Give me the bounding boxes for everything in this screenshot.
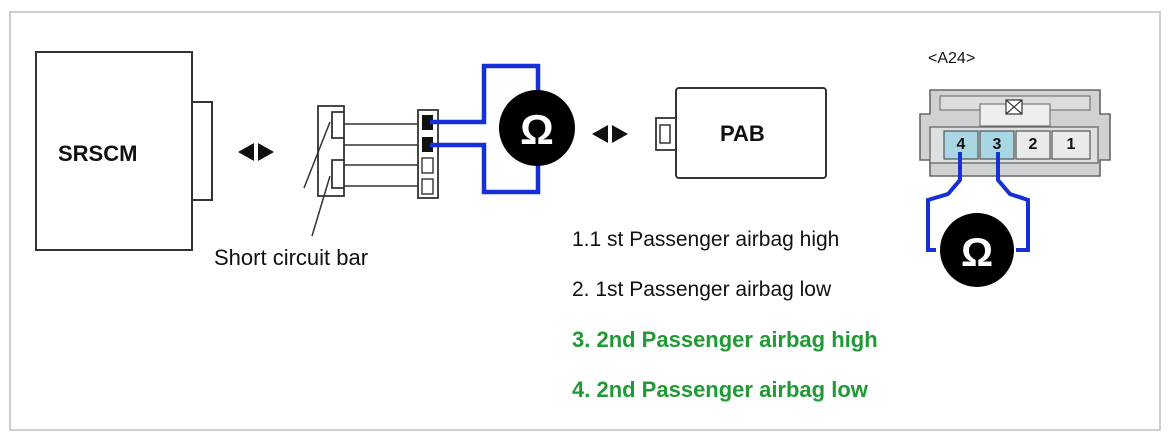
connector-id-label: <A24> (928, 50, 976, 67)
legend-item-1: 1.1 st Passenger airbag high (572, 228, 840, 251)
ohmmeter-icon: Ω (499, 90, 575, 166)
pab-module (655, 87, 827, 179)
svg-text:Ω: Ω (520, 106, 554, 153)
short-circuit-bar-label: Short circuit bar (214, 245, 369, 270)
pab-label: PAB (720, 121, 765, 146)
svg-text:Ω: Ω (961, 231, 993, 275)
lock-x-icon (1005, 99, 1023, 115)
double-arrow-icon (238, 143, 274, 161)
right-probe-wires (926, 152, 1030, 252)
srscm-connector-tab (191, 101, 213, 201)
short-circuit-bar-connector (303, 105, 439, 237)
legend-item-4: 4. 2nd Passenger airbag low (572, 377, 868, 402)
double-arrow-icon (592, 125, 628, 143)
pin-label-4: 4 (956, 136, 966, 153)
pin-label-3: 3 (992, 136, 1002, 153)
left-probe-wires (430, 63, 541, 195)
srscm-label: SRSCM (58, 141, 138, 166)
srscm-box (35, 51, 193, 251)
pin-label-1: 1 (1066, 136, 1076, 153)
srscm-module (35, 51, 213, 251)
pin-cell-2 (1015, 130, 1051, 160)
a24-connector (919, 89, 1111, 177)
ohmmeter-icon: Ω (940, 213, 1014, 287)
pin-cell-1 (1051, 130, 1091, 160)
pab-box (675, 87, 827, 179)
legend-item-3: 3. 2nd Passenger airbag high (572, 327, 878, 352)
legend-item-2: 2. 1st Passenger airbag low (572, 278, 832, 301)
pin-label-2: 2 (1028, 136, 1038, 153)
